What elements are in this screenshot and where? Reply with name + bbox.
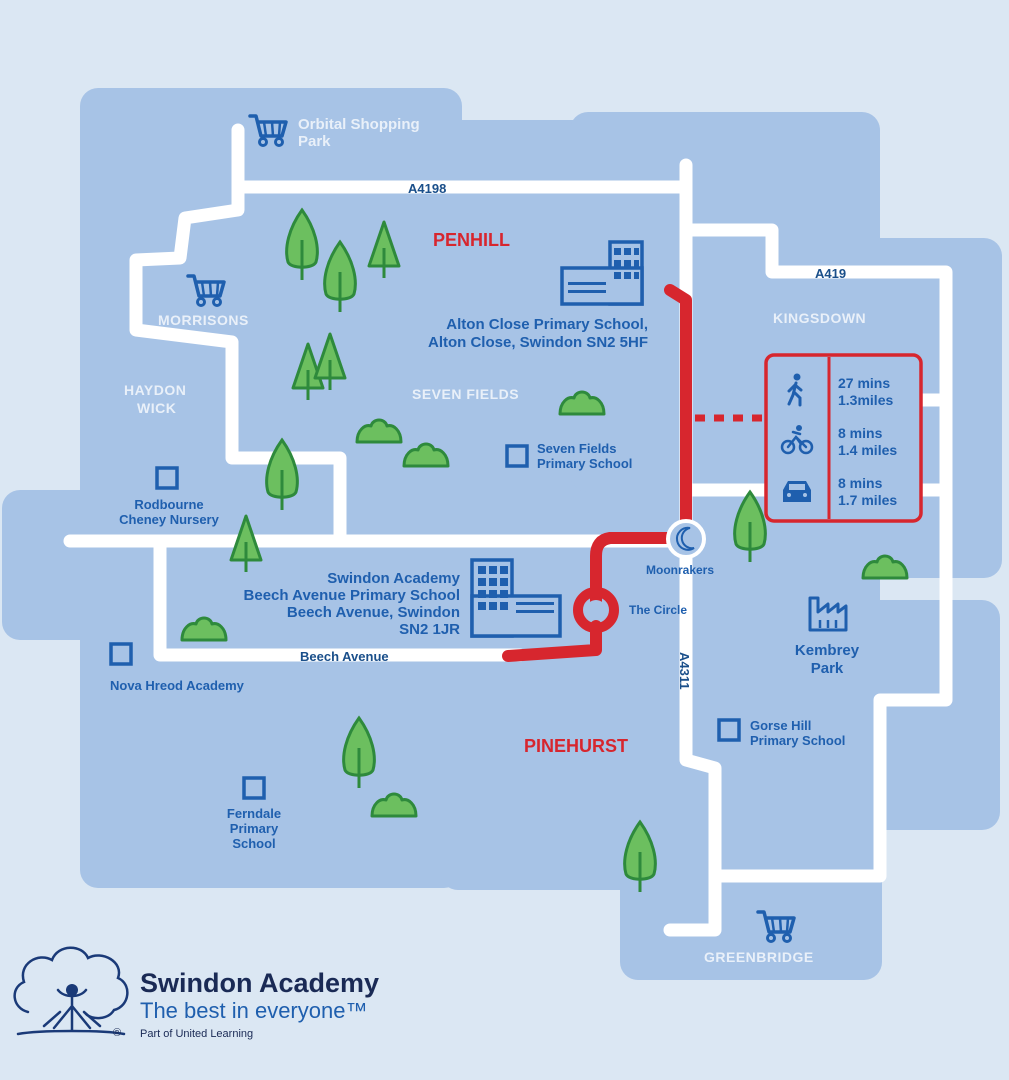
moonrakers-label: Moonrakers <box>646 563 714 577</box>
seven-fields-school-icon <box>505 444 529 468</box>
logo-name: Swindon Academy <box>140 968 379 998</box>
road-label-a4311: A4311 <box>677 652 692 690</box>
kembrey-label-1: Kembrey <box>795 642 860 659</box>
gorse-hill-label-1: Gorse Hill <box>750 718 811 733</box>
school-route <box>502 284 766 662</box>
alton-close-label-1: Alton Close Primary School, <box>446 316 648 333</box>
orbital-label-1: Orbital Shopping <box>298 116 420 133</box>
logo-tagline: The best in everyone™ <box>140 998 367 1023</box>
swindon-academy-logo: Swindon Academy The best in everyone™ ® … <box>13 946 379 1040</box>
logo-part-of: Part of United Learning <box>140 1028 253 1040</box>
area-wick: WICK <box>137 400 176 416</box>
walking-person-icon <box>787 373 803 407</box>
walk-distance: 1.3miles <box>838 392 893 408</box>
cycle-time: 8 mins <box>838 425 883 441</box>
walk-time: 27 mins <box>838 375 890 391</box>
tree-figure-logo-icon <box>13 946 129 1036</box>
alton-close-building-icon <box>560 240 644 306</box>
rodbourne-label-2: Cheney Nursery <box>119 512 219 527</box>
drive-distance: 1.7 miles <box>838 492 897 508</box>
orbital-label-2: Park <box>298 133 331 150</box>
area-haydon: HAYDON <box>124 382 186 398</box>
seven-fields-school-label-1: Seven Fields <box>537 441 616 456</box>
ferndale-label-1: Ferndale <box>227 806 281 821</box>
car-icon <box>783 481 811 502</box>
travel-times-panel: 27 mins 1.3miles 8 mins 1.4 miles 8 mins… <box>764 353 923 523</box>
swindon-academy-label-2: Beech Avenue Primary School <box>244 587 460 604</box>
kembrey-label-2: Park <box>811 660 844 677</box>
swindon-academy-label-3: Beech Avenue, Swindon <box>287 604 460 621</box>
gorse-hill-label-2: Primary School <box>750 733 845 748</box>
road-a4311 <box>663 158 722 937</box>
swindon-academy-label-1: Swindon Academy <box>327 570 460 587</box>
road-beech-avenue <box>153 534 527 662</box>
area-morrisons: MORRISONS <box>158 312 249 328</box>
logo-registered-mark: ® <box>113 1027 121 1039</box>
seven-fields-school-label-2: Primary School <box>537 456 632 471</box>
swindon-academy-building-icon <box>470 558 562 638</box>
alton-close-label-2: Alton Close, Swindon SN2 5HF <box>428 334 648 351</box>
moonrakers-marker <box>666 519 706 559</box>
factory-icon <box>808 596 848 632</box>
land-area <box>2 88 1002 980</box>
district-pinehurst: PINEHURST <box>524 736 628 756</box>
gorse-hill-school-icon <box>717 718 741 742</box>
nova-hreod-label: Nova Hreod Academy <box>110 678 245 693</box>
area-greenbridge: GREENBRIDGE <box>704 949 814 965</box>
ferndale-label-2: Primary <box>230 821 279 836</box>
district-penhill: PENHILL <box>433 230 510 250</box>
nova-hreod-icon <box>109 642 133 666</box>
swindon-academy-label-4: SN2 1JR <box>399 621 460 638</box>
cycle-distance: 1.4 miles <box>838 442 897 458</box>
area-seven-fields: SEVEN FIELDS <box>412 386 519 402</box>
the-circle-label: The Circle <box>629 603 687 617</box>
ferndale-school-icon <box>242 776 266 800</box>
area-kingsdown: KINGSDOWN <box>773 310 866 326</box>
ferndale-label-3: School <box>232 836 275 851</box>
bicycle-icon <box>780 425 814 455</box>
drive-time: 8 mins <box>838 475 883 491</box>
road-label-beech-avenue: Beech Avenue <box>300 649 389 664</box>
rodbourne-label-1: Rodbourne <box>134 497 203 512</box>
road-label-a4198: A4198 <box>408 181 446 196</box>
road-label-a419: A419 <box>815 266 846 281</box>
rodbourne-nursery-icon <box>155 466 179 490</box>
